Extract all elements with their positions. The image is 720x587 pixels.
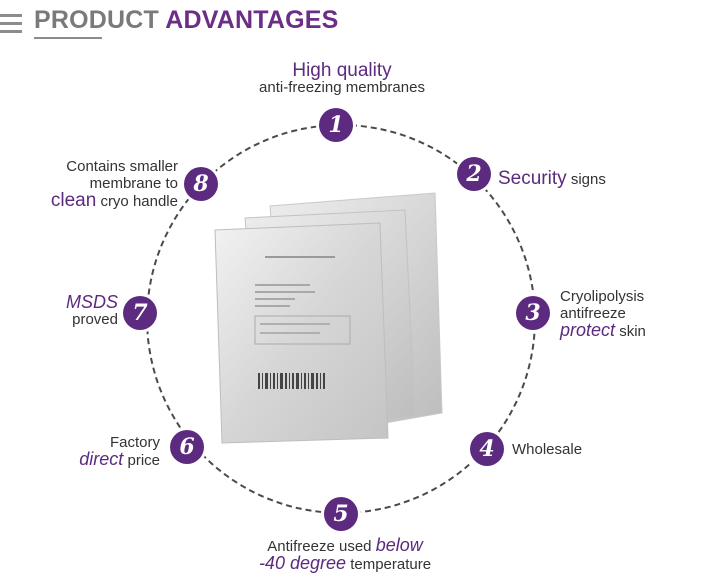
feature-8-text: Contains smaller membrane to clean cryo … (50, 158, 178, 211)
feature-7-text: MSDS proved (65, 292, 118, 328)
feature-3-text: Cryolipolysis antifreeze protect skin (560, 288, 646, 340)
feature-6-badge: 6 (170, 430, 204, 464)
feature-2-text: Security signs (498, 168, 606, 189)
feature-1-text: High quality anti-freezing membranes (259, 60, 425, 96)
feature-5-text: Antifreeze used below -40 degree tempera… (258, 535, 432, 573)
feature-3-badge: 3 (516, 296, 550, 330)
feature-5-badge: 5 (324, 497, 358, 531)
header-stripes-icon (0, 14, 22, 38)
cryo-pouch-illustration (214, 192, 443, 444)
title-underline (34, 37, 102, 39)
feature-4-text: Wholesale (512, 441, 583, 458)
feature-7-badge: 7 (123, 296, 157, 330)
feature-4-badge: 4 (470, 432, 504, 466)
feature-2-badge: 2 (457, 157, 491, 191)
feature-1-badge: 1 (319, 108, 353, 142)
page-title: PRODUCT ADVANTAGES (34, 6, 339, 34)
feature-6-text: Factory direct price (79, 434, 160, 469)
section-header: PRODUCT ADVANTAGES (0, 0, 720, 50)
feature-8-badge: 8 (184, 167, 218, 201)
